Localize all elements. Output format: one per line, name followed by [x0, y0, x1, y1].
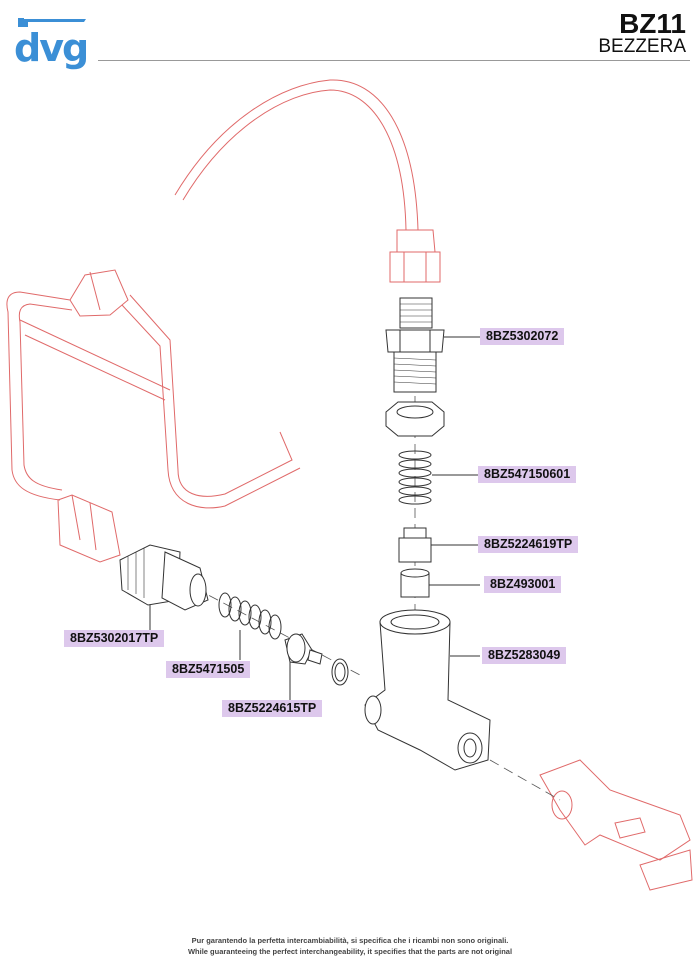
part-label-8BZ5283049[interactable]: 8BZ5283049 [482, 647, 567, 664]
context-piping [6, 79, 693, 891]
part-fitting-side [119, 544, 209, 611]
disclaimer: Pur garantendo la perfetta intercambiabi… [0, 935, 700, 957]
part-spring-side [218, 592, 282, 640]
part-seal [400, 568, 430, 598]
dvg-logo: dvg [14, 14, 89, 74]
part-valve-body [364, 609, 491, 771]
model-code: BZ11 [619, 8, 686, 39]
callout-leaders [149, 336, 480, 700]
part-nut [385, 401, 445, 437]
part-label-8BZ547150601[interactable]: 8BZ547150601 [478, 466, 577, 483]
part-valve-top [398, 527, 432, 563]
part-label-8BZ5224619TP[interactable]: 8BZ5224619TP [478, 536, 579, 553]
brand-name: BEZZERA [598, 36, 686, 57]
logo-tap-icon [18, 18, 86, 27]
logo-text: dvg [14, 26, 89, 70]
disclaimer-italian: Pur garantendo la perfetta intercambiabi… [191, 936, 509, 945]
part-valve-side [284, 633, 349, 686]
disclaimer-english: While guaranteeing the perfect interchan… [187, 947, 513, 956]
part-label-8BZ493001[interactable]: 8BZ493001 [484, 576, 562, 593]
part-label-8BZ5471505[interactable]: 8BZ5471505 [166, 661, 251, 678]
part-label-8BZ5302017TP[interactable]: 8BZ5302017TP [64, 630, 165, 647]
part-fitting-top [385, 297, 445, 393]
part-label-8BZ5302072[interactable]: 8BZ5302072 [480, 328, 565, 345]
header-divider [98, 60, 690, 61]
parts-line-art [119, 297, 491, 771]
part-spring-top [398, 450, 432, 505]
part-label-8BZ5224615TP[interactable]: 8BZ5224615TP [222, 700, 323, 717]
